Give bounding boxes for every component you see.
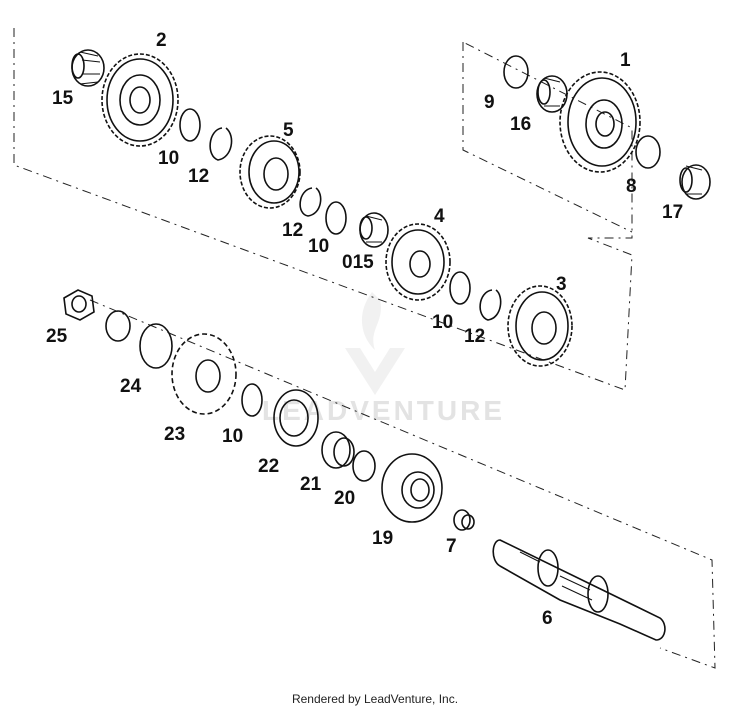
washer-10b xyxy=(325,201,347,235)
label-20: 21 xyxy=(300,474,322,495)
needle-bearing-15a xyxy=(71,49,105,87)
washer-10c xyxy=(449,271,471,305)
lock-washer-23 xyxy=(139,323,173,369)
upper-shaft-outline xyxy=(13,28,633,391)
watermark-logo xyxy=(345,292,405,395)
sprocket-22 xyxy=(171,333,237,415)
label-24: 25 xyxy=(46,326,68,347)
gear-1 xyxy=(559,71,641,173)
ball-bearing-17 xyxy=(381,453,443,523)
circlip-12c xyxy=(479,289,502,321)
label-21: 22 xyxy=(258,456,279,477)
label-15a: 15 xyxy=(52,88,74,109)
label-19: 20 xyxy=(334,488,355,509)
washer-25 xyxy=(105,310,131,342)
nut-24 xyxy=(63,289,95,321)
washer-8 xyxy=(635,135,661,169)
bushing-20 xyxy=(321,431,355,469)
washer-9 xyxy=(503,55,529,89)
label-10d: 10 xyxy=(222,426,243,447)
needle-bearing-16 xyxy=(679,164,711,200)
gear-2 xyxy=(101,53,179,147)
footer-credit: Rendered by LeadVenture, Inc. xyxy=(291,692,459,706)
circlip-12a xyxy=(209,127,233,161)
label-6: 6 xyxy=(542,608,553,629)
needle-bearing-15b xyxy=(359,212,389,248)
label-12a: 12 xyxy=(188,166,209,187)
label-5: 5 xyxy=(283,120,294,141)
label-15b: 015 xyxy=(342,252,374,273)
label-22: 23 xyxy=(164,424,185,445)
label-16: 17 xyxy=(662,202,683,223)
label-12c: 12 xyxy=(464,326,485,347)
label-2: 2 xyxy=(156,30,167,51)
label-3: 3 xyxy=(556,274,567,295)
label-1: 1 xyxy=(620,50,631,71)
gear-3 xyxy=(507,285,573,367)
label-12b: 12 xyxy=(282,220,303,241)
main-shaft-6 xyxy=(492,539,666,641)
circlip-12b xyxy=(299,187,322,217)
seal-21 xyxy=(273,389,319,447)
gear-5 xyxy=(239,135,301,209)
label-10a: 10 xyxy=(158,148,179,169)
label-4: 4 xyxy=(434,206,445,227)
o-ring-19 xyxy=(352,450,376,482)
watermark-text: LEADVENTURE xyxy=(262,395,505,426)
label-7: 7 xyxy=(446,536,457,557)
gear-4 xyxy=(385,223,451,301)
label-8: 8 xyxy=(626,176,637,197)
label-10b: 10 xyxy=(308,236,329,257)
washer-10a xyxy=(179,108,201,142)
plug-7 xyxy=(453,509,475,531)
label-9: 9 xyxy=(484,92,495,113)
washer-10d xyxy=(241,383,263,417)
label-10c: 10 xyxy=(432,312,453,333)
label-015: 16 xyxy=(510,114,531,135)
label-23: 24 xyxy=(120,376,142,397)
label-17: 19 xyxy=(372,528,393,549)
lower-shaft-outline xyxy=(89,299,716,669)
